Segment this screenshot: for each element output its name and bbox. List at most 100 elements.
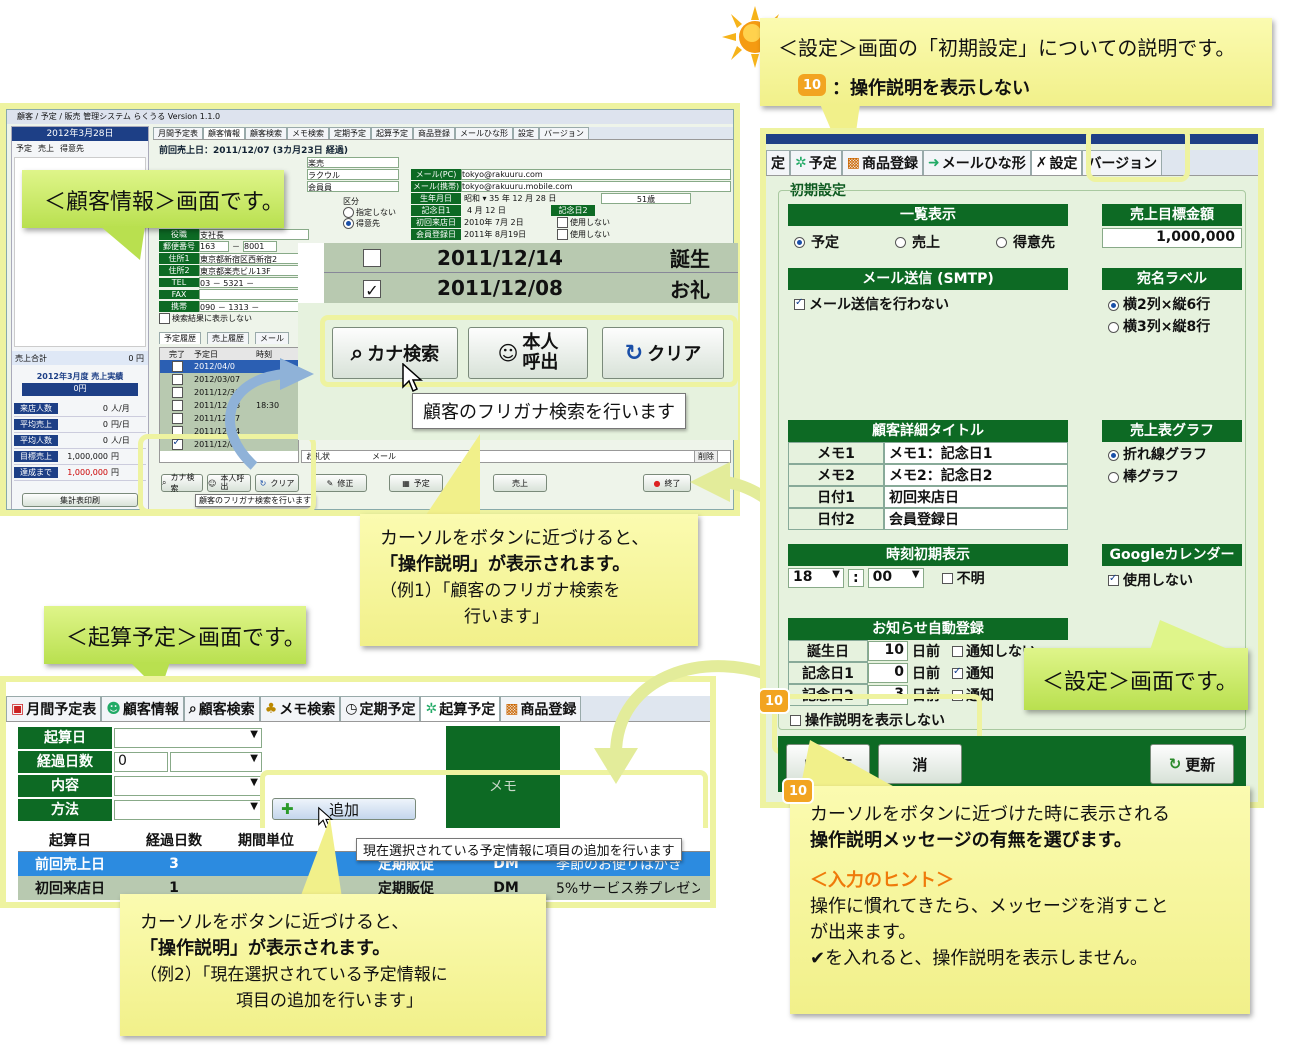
detail-value[interactable]: メモ2：記念日2 [884, 464, 1068, 486]
minute-select[interactable]: 00▼ [867, 568, 924, 588]
kisan-content-select[interactable]: ▼ [114, 776, 262, 796]
notice-days[interactable]: 10 [868, 641, 908, 661]
tab-mail-template[interactable]: メールひな形 [455, 127, 513, 139]
add-button[interactable]: ✚追加 [272, 798, 416, 820]
graph-radio-bar[interactable] [1108, 471, 1119, 483]
tab-customer-info[interactable]: ☻顧客情報 [101, 696, 184, 721]
tab-periodic[interactable]: 定期予定 [329, 127, 371, 139]
mail-mobile-field[interactable]: tokyo@rakuuru.mobile.com [461, 180, 731, 192]
tab-settings[interactable]: 設定 [513, 127, 539, 139]
label-radio-3x8[interactable] [1108, 321, 1119, 333]
addr2-field[interactable]: 東京都楽売ビル13F [199, 264, 309, 276]
kubun-radio[interactable] [343, 207, 354, 218]
kubun-radio[interactable] [343, 218, 354, 229]
tab-monthly[interactable]: ▣月間予定表 [6, 696, 102, 721]
list-radio-yotei[interactable] [794, 236, 805, 248]
sale-button[interactable]: 売上 [493, 474, 547, 492]
subtab-uriage[interactable]: 売上履歴 [207, 332, 249, 344]
memo-label: メモ [489, 779, 517, 795]
tab-version[interactable]: バージョン [1082, 150, 1163, 175]
tab-kisan[interactable]: ✲予定 [790, 150, 842, 175]
self-call-button[interactable]: ☺本人呼出 [207, 474, 251, 492]
print-summary-button[interactable]: 集計表印刷 [22, 493, 138, 507]
gcal-no-use-checkbox[interactable] [1108, 573, 1119, 586]
addr1-field[interactable]: 東京都新宿区西新宿2 [199, 252, 309, 264]
clear-button[interactable]: ↻クリア [255, 474, 299, 492]
name-field[interactable]: 楽売 [307, 157, 399, 168]
notice-days[interactable]: 0 [868, 663, 908, 683]
list-radio-uriage[interactable] [895, 236, 906, 248]
register-field[interactable]: 2011年 8月19日 [464, 229, 527, 239]
tab-memo-search[interactable]: ♣メモ検索 [259, 696, 341, 721]
kisan-method-select[interactable]: ▼ [114, 800, 262, 820]
mail-no-send-checkbox[interactable] [794, 297, 805, 310]
kisan-label-days: 経過日数 [18, 751, 112, 773]
detail-value[interactable]: メモ1：記念日1 [884, 442, 1068, 464]
tel-field[interactable]: 03 － 5321 － [199, 276, 309, 288]
tab-monthly[interactable]: 月間予定表 [153, 127, 203, 139]
tab-product[interactable]: 商品登録 [413, 127, 455, 139]
detail-value[interactable]: 初回来店日 [884, 486, 1068, 508]
list-item[interactable]: 2011/12/30 [160, 386, 298, 399]
tab-mail-template[interactable]: ➜メールひな形 [922, 150, 1031, 175]
kinen1-field[interactable]: 4 月 12 日 [467, 205, 506, 215]
delete-button[interactable]: 削除 [694, 450, 718, 463]
time-unknown-checkbox[interactable] [941, 572, 953, 584]
birth-field[interactable]: 昭和 ▾ 35 年 12 月 28 日 [464, 193, 557, 203]
subtab-yotei[interactable]: 予定履歴 [159, 332, 201, 344]
register-no-use[interactable] [557, 228, 568, 240]
settings-note: ＜設定＞画面です。 [1024, 648, 1248, 710]
tab-version[interactable]: バージョン [539, 127, 589, 139]
tab-memo-search[interactable]: メモ検索 [287, 127, 329, 139]
kisan-days-stepper[interactable]: 0 [114, 752, 168, 772]
hide-search-checkbox[interactable] [159, 312, 170, 324]
tab-kisan[interactable]: ✲起算予定 [420, 696, 501, 721]
list-item[interactable]: 2012/04/0 [160, 360, 298, 373]
edit-button[interactable]: ✎修正 [313, 474, 367, 492]
update-button[interactable]: ↻更新 [1150, 744, 1234, 784]
target-input[interactable]: 1,000,000 [1102, 228, 1242, 248]
tab-kisan[interactable]: 起算予定 [371, 127, 413, 139]
mobile-field[interactable]: 090 － 1313 － [199, 300, 309, 312]
left-tab-uriage[interactable]: 売上 [38, 144, 54, 153]
tab-product[interactable]: ▩商品登録 [500, 696, 582, 721]
tab-customer-info[interactable]: 顧客情報 [203, 127, 245, 139]
detail-value[interactable]: 会員登録日 [884, 508, 1068, 530]
left-tab-tokui[interactable]: 得意先 [60, 144, 84, 153]
first-visit-field[interactable]: 2010年 7月 2日 [464, 217, 524, 227]
birth-label: 生年月日 [411, 192, 461, 204]
perf-title: 2012年3月度 売上実績 [36, 372, 124, 381]
hour-select[interactable]: 18▼ [788, 568, 844, 588]
kana-field[interactable]: ラクウル [307, 169, 399, 180]
kisan-unit-select[interactable]: ▼ [170, 752, 262, 772]
tab-customer-search[interactable]: ⌕顧客検索 [183, 696, 260, 721]
notice-checkbox[interactable] [952, 645, 963, 657]
mail-pc-field[interactable]: tokyo@rakuuru.com [461, 168, 731, 180]
label-radio-2x6[interactable] [1108, 299, 1119, 311]
tab-customer-search[interactable]: 顧客検索 [245, 127, 287, 139]
member-type-select[interactable]: 会員員 [307, 181, 399, 192]
kisan-start-select[interactable]: ▼ [114, 728, 262, 748]
company-field[interactable]: 支社長 [199, 228, 309, 240]
zoom-self-call-button[interactable]: ☺本人呼出 [468, 327, 588, 379]
kana-search-label: カナ検索 [170, 473, 195, 493]
hide-help-checkbox[interactable] [790, 714, 801, 726]
list-radio-tokui[interactable] [996, 236, 1007, 248]
kana-search-button[interactable]: ⌕カナ検索 [161, 473, 203, 493]
zoom-kana-search-button[interactable]: ⌕カナ検索 [332, 327, 458, 379]
left-tab-yotei[interactable]: 予定 [16, 144, 32, 153]
fax-field[interactable] [199, 288, 309, 300]
tab-periodic[interactable]: ◷定期予定 [340, 696, 421, 721]
list-item[interactable]: 2011/12/08 [160, 437, 298, 451]
zip1-field[interactable]: 163 [199, 240, 229, 252]
first-visit-no-use[interactable] [557, 216, 568, 228]
zoom-clear-button[interactable]: ↻クリア [602, 327, 724, 379]
tab-product[interactable]: ▩商品登録 [841, 150, 923, 175]
tab-partial[interactable]: 定 [766, 150, 790, 175]
graph-radio-line[interactable] [1108, 449, 1119, 461]
notice-checkbox[interactable] [952, 666, 963, 679]
zip2-field[interactable]: 8001 [243, 240, 277, 252]
tab-settings[interactable]: ✗設定 [1030, 150, 1083, 175]
subtab-mail[interactable]: メール [255, 332, 289, 344]
exit-button[interactable]: ●終了 [643, 474, 691, 492]
